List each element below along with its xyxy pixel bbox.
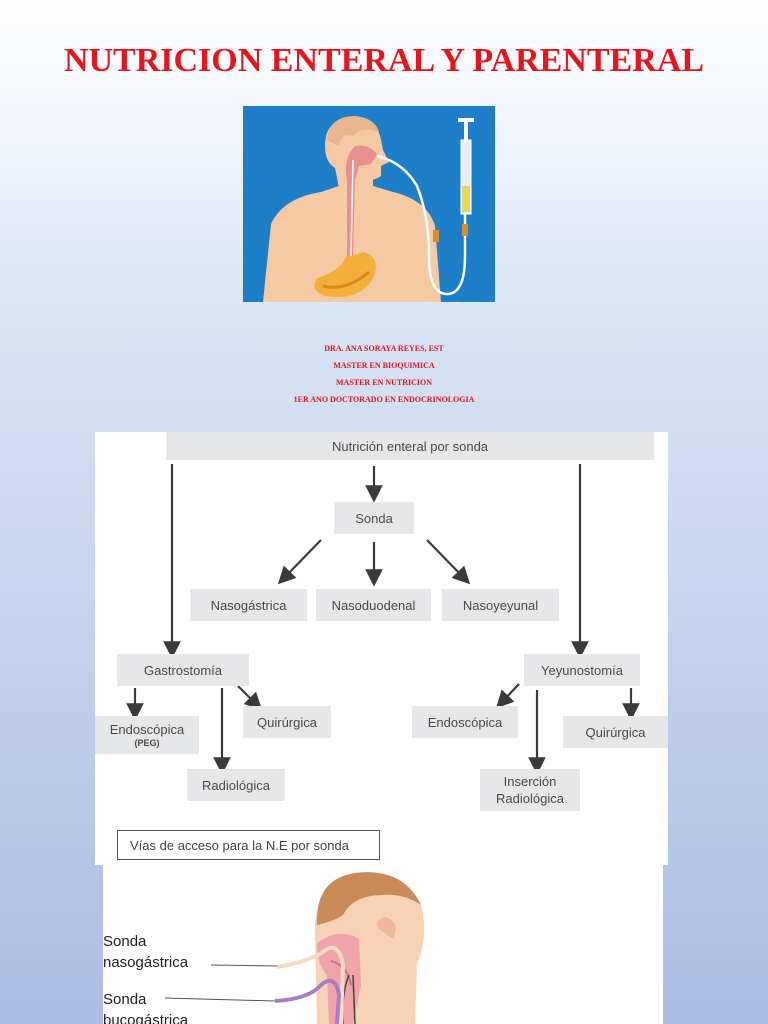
peg-label: (PEG) <box>134 738 160 748</box>
box-quirurgica-left: Quirúrgica <box>243 706 331 738</box>
box-nasogastrica: Nasogástrica <box>190 589 307 621</box>
credit-line: MASTER EN BIOQUIMICA <box>333 361 435 370</box>
box-quirurgica-right: Quirúrgica <box>563 716 668 748</box>
insercion-line2: Radiológica <box>496 791 564 806</box>
author-credits: DRA. ANA SORAYA REYES, EST MASTER EN BIO… <box>0 340 768 408</box>
label-sonda-nasogastrica: Sonda nasogástrica <box>103 931 188 973</box>
label-sonda-bucogastrica: Sonda bucogástrica <box>103 989 188 1024</box>
box-yeyunostomia: Yeyunostomía <box>524 654 640 686</box>
box-nasoduodenal: Nasoduodenal <box>316 589 431 621</box>
diagram-arrows <box>126 464 640 775</box>
box-insercion-radiologica: Inserción Radiológica <box>480 769 580 811</box>
diagram-caption: Vías de acceso para la N.E por sonda <box>117 830 380 860</box>
enteral-feeding-illustration <box>243 106 495 302</box>
credit-line: 1ER ANO DOCTORADO EN ENDOCRINOLOGIA <box>293 395 475 404</box>
credit-line: MASTER EN NUTRICION <box>335 378 432 387</box>
box-nasoyeyunal: Nasoyeyunal <box>442 589 559 621</box>
insercion-line1: Inserción <box>503 774 557 789</box>
title-slide: NUTRICION ENTERAL Y PARENTERAL DRA. ANA … <box>0 0 768 432</box>
slide-title: NUTRICION ENTERAL Y PARENTERAL <box>63 42 705 79</box>
box-sonda: Sonda <box>334 502 414 534</box>
feeding-tube-anatomy: Sonda nasogástrica Sonda bucogástrica <box>103 865 663 1024</box>
box-enteral-nutrition: Nutrición enteral por sonda <box>166 432 654 460</box>
access-routes-diagram: Nutrición enteral por sonda Sonda Nasogá… <box>95 432 668 865</box>
box-gastrostomia: Gastrostomía <box>117 654 249 686</box>
head-anatomy-illustration <box>164 872 425 1024</box>
credit-line: DRA. ANA SORAYA REYES, EST <box>324 344 444 353</box>
label-line: Sonda <box>103 991 147 1008</box>
label-line: Sonda <box>103 933 147 950</box>
box-radiologica: Radiológica <box>187 769 285 801</box>
label-line: nasogástrica <box>103 954 189 971</box>
endoscopica-label: Endoscópica <box>109 722 185 737</box>
label-line: bucogástrica <box>103 1012 189 1024</box>
box-endoscopica-right: Endoscópica <box>412 706 518 738</box>
box-endoscopica-peg: Endoscópica (PEG) <box>95 716 199 754</box>
